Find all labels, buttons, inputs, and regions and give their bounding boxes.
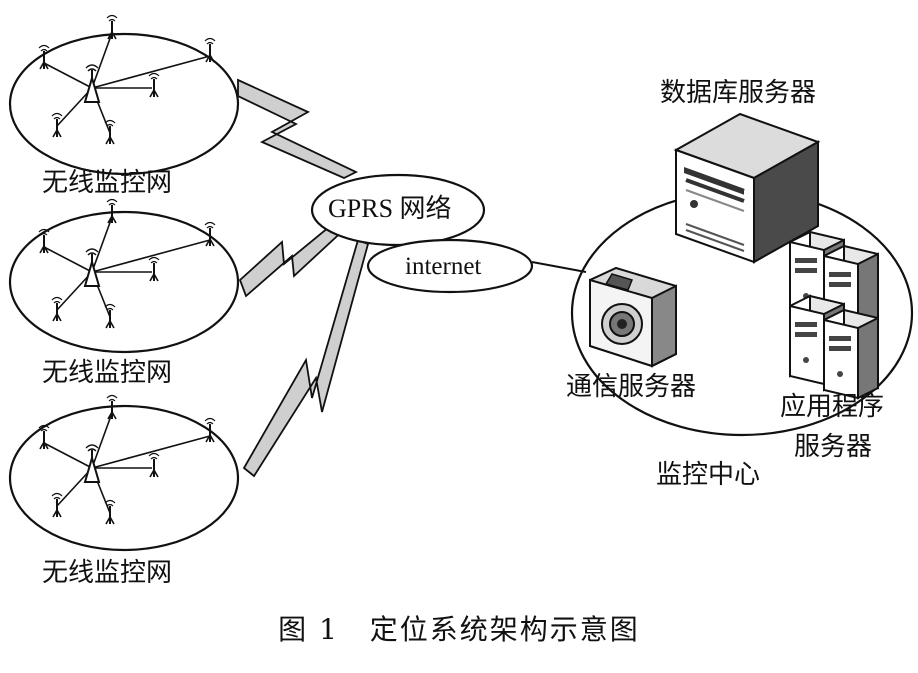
database-server-label: 数据库服务器 (660, 78, 817, 108)
monitoring-center-label: 监控中心 (656, 460, 761, 490)
internet-to-center-line (531, 261, 587, 273)
wireless-network-label-1: 无线监控网 (42, 168, 173, 198)
wireless-network-label-3: 无线监控网 (42, 558, 173, 588)
figure-number: 图 1 (278, 613, 339, 646)
wireless-network-3 (8, 396, 240, 552)
internet-label: internet (405, 253, 482, 280)
database-server-icon (673, 112, 821, 264)
application-server-label-line2: 服务器 (794, 432, 873, 462)
communication-server-label: 通信服务器 (566, 372, 697, 402)
figure-title: 定位系统架构示意图 (369, 613, 640, 646)
wireless-network-2 (8, 200, 240, 354)
wireless-network-1 (8, 16, 240, 176)
wireless-network-label-2: 无线监控网 (42, 358, 173, 388)
wireless-link-1 (237, 78, 359, 179)
figure-caption: 图 1 定位系统架构示意图 (0, 608, 918, 648)
gprs-network-label: GPRS 网络 (328, 194, 452, 223)
application-server-label-line1: 应用程序 (780, 392, 885, 422)
communication-server-icon (589, 266, 677, 368)
application-servers-icon (789, 231, 879, 399)
internet-ellipse (366, 238, 534, 294)
